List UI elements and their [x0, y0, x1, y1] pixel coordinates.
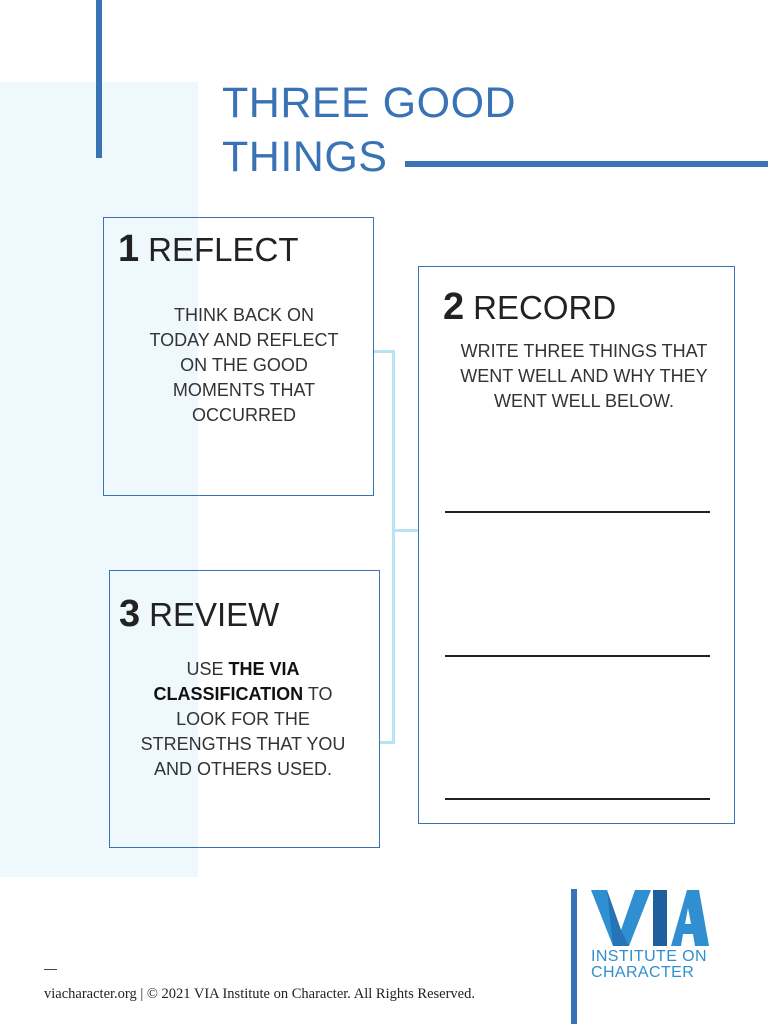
connector-vertical — [392, 350, 395, 744]
via-classification-link: THE VIA CLASSIFICATION — [153, 659, 304, 704]
connector-record — [392, 529, 418, 532]
step-title: REVIEW — [149, 596, 280, 633]
footer-dash — [44, 969, 57, 970]
step-description: THINK BACK ON TODAY AND REFLECT ON THE G… — [149, 305, 339, 425]
step-description: WRITE THREE THINGS THAT WENT WELL AND WH… — [460, 341, 708, 411]
writing-line[interactable] — [445, 798, 710, 800]
via-logo: INSTITUTE ON CHARACTER — [591, 890, 715, 981]
step-number: 1 — [118, 228, 140, 270]
step-description: USE THE VIA CLASSIFICATION TO LOOK FOR T… — [140, 657, 346, 782]
background-panel — [0, 82, 198, 877]
page-title: THREE GOOD THINGS — [222, 76, 516, 184]
step-heading: 1 REFLECT — [118, 228, 299, 271]
page-title-line-2: THINGS — [222, 133, 388, 181]
step-card-review: 3 REVIEW USE THE VIA CLASSIFICATION TO L… — [109, 570, 380, 848]
via-logo-mark — [591, 890, 709, 946]
writing-line[interactable] — [445, 655, 710, 657]
title-accent-rule — [405, 161, 768, 167]
step-card-reflect: 1 REFLECT THINK BACK ON TODAY AND REFLEC… — [103, 217, 374, 496]
top-accent-rule — [96, 0, 102, 158]
logo-subtitle-line-2: CHARACTER — [591, 964, 695, 981]
logo-subtitle: INSTITUTE ON CHARACTER — [591, 949, 715, 981]
step-heading: 3 REVIEW — [119, 593, 279, 636]
step-heading: 2 RECORD — [443, 286, 616, 329]
step-title: RECORD — [473, 289, 617, 326]
step-number: 3 — [119, 593, 141, 635]
step-description-lead: USE — [186, 659, 224, 679]
step-description-rest: TO LOOK FOR THE STRENGTHS THAT YOU AND O… — [140, 684, 346, 779]
page-title-line-1: THREE GOOD — [222, 79, 517, 127]
logo-accent-rule — [571, 889, 577, 1024]
step-card-record: 2 RECORD WRITE THREE THINGS THAT WENT WE… — [418, 266, 735, 824]
logo-subtitle-line-1: INSTITUTE ON — [591, 948, 707, 965]
step-title: REFLECT — [148, 231, 299, 268]
step-number: 2 — [443, 286, 465, 328]
writing-line[interactable] — [445, 511, 710, 513]
footer-copyright: viacharacter.org | © 2021 VIA Institute … — [44, 986, 475, 1002]
connector-reflect — [374, 350, 394, 353]
connector-review — [380, 741, 395, 744]
